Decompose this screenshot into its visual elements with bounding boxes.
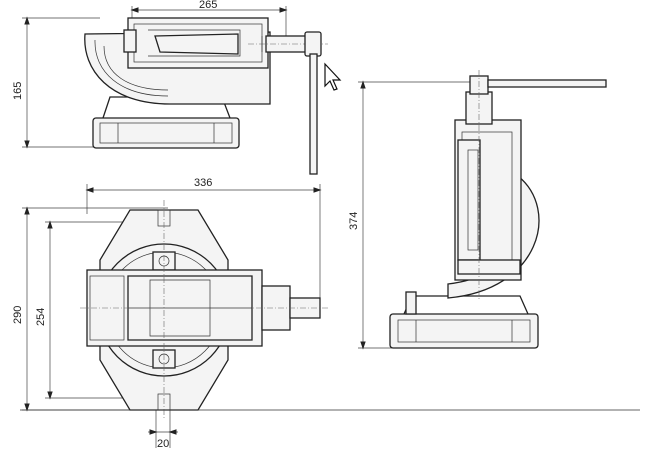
dim-top-width: 265 [199, 0, 217, 11]
dim-slot-width: 20 [157, 438, 169, 450]
dim-side-height: 374 [348, 212, 360, 230]
side-elevation-view: 374 [348, 70, 607, 350]
mouse-pointer-icon [324, 62, 342, 91]
front-elevation-view: 265 165 [12, 0, 342, 175]
dim-plan-width: 336 [194, 177, 212, 189]
dim-plan-outer-height: 290 [12, 306, 24, 324]
plan-view: 336 290 254 20 [12, 177, 330, 450]
dim-top-height: 165 [12, 82, 24, 100]
dim-plan-inner-height: 254 [35, 308, 47, 326]
